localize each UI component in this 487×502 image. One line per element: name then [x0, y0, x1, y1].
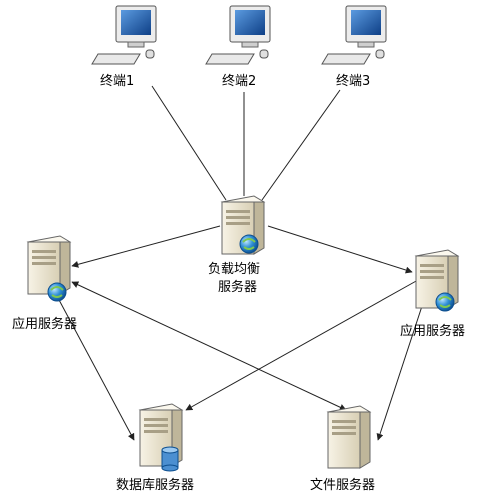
load-balancer-server: 负载均衡 服务器 [208, 195, 266, 295]
database-server-label: 数据库服务器 [116, 477, 194, 493]
app-server-left-label: 应用服务器 [12, 316, 77, 332]
server-globe-icon [220, 195, 266, 255]
link-appright-db [185, 279, 419, 411]
computer-icon [205, 5, 271, 65]
app-server-left: 应用服务器 [12, 235, 77, 332]
terminal-2: 终端2 [205, 5, 271, 89]
terminal-1: 终端1 [91, 5, 157, 89]
database-server: 数据库服务器 [116, 403, 194, 493]
link-terminal3-loadbalancer [261, 89, 341, 201]
computer-icon [91, 5, 157, 65]
link-loadbalancer-appright [267, 225, 413, 274]
computer-icon [321, 5, 387, 65]
server-globe-icon [414, 249, 460, 312]
server-icon [326, 405, 372, 469]
connections [57, 85, 425, 441]
database-cylinder-icon [161, 446, 179, 472]
server-globe-icon [26, 235, 72, 302]
link-appleft-file [71, 281, 347, 411]
link-appright-file [376, 299, 425, 441]
link-terminal1-loadbalancer [151, 85, 227, 201]
app-server-right-label: 应用服务器 [400, 323, 465, 339]
link-loadbalancer-appleft [71, 225, 221, 268]
terminal-3-label: 终端3 [336, 73, 370, 89]
file-server: 文件服务器 [310, 405, 375, 493]
load-balancer-label-line2: 服务器 [218, 279, 257, 295]
terminal-1-label: 终端1 [100, 73, 134, 89]
load-balancer-label-line1: 负载均衡 [208, 262, 260, 277]
server-database-icon [138, 403, 184, 472]
app-server-right: 应用服务器 [400, 249, 465, 339]
terminal-3: 终端3 [321, 5, 387, 89]
file-server-label: 文件服务器 [310, 477, 375, 493]
terminal-2-label: 终端2 [222, 73, 256, 89]
